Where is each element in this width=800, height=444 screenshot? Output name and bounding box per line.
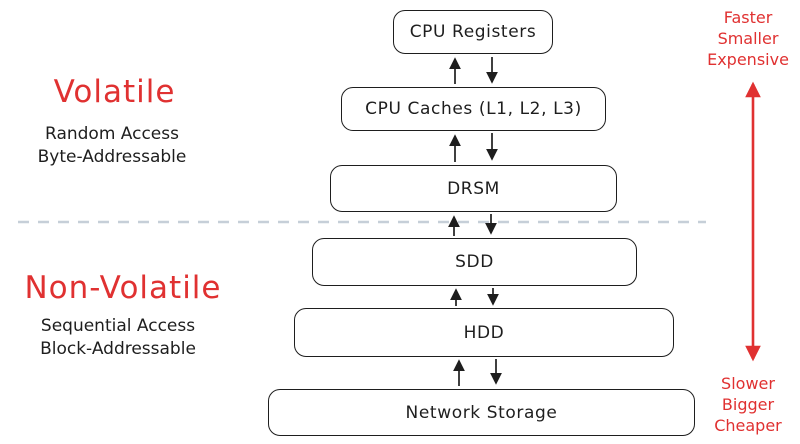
stack-box-sdd: SDD	[312, 238, 637, 286]
stack-box-cpu-caches: CPU Caches (L1, L2, L3)	[341, 87, 606, 131]
smaller-label: Smaller	[717, 29, 779, 48]
volatile-title: Volatile	[53, 74, 176, 110]
stack-box-drsm: DRSM	[330, 165, 617, 212]
volatile-line-2: Byte-Addressable	[37, 147, 187, 167]
stack-box-label: CPU Caches (L1, L2, L3)	[365, 99, 582, 119]
volatile-line-1: Random Access	[45, 124, 179, 144]
arrow-pair-registers-caches	[449, 57, 498, 84]
bigger-label: Bigger	[721, 395, 775, 414]
stack-box-network-storage: Network Storage	[268, 389, 695, 436]
arrow-pair-hdd-network	[453, 359, 502, 386]
non-volatile-line-2: Block-Addressable	[40, 339, 196, 359]
stack-box-label: HDD	[463, 322, 505, 343]
non-volatile-title: Non-Volatile	[24, 270, 222, 306]
faster-label: Faster	[723, 8, 773, 27]
stack-box-hdd: HDD	[294, 308, 674, 357]
stack-box-label: SDD	[455, 252, 494, 272]
tradeoff-bottom-labels: Slower Bigger Cheaper	[698, 373, 798, 436]
stack-box-cpu-registers: CPU Registers	[393, 10, 553, 54]
tradeoff-top-labels: Faster Smaller Expensive	[698, 7, 798, 70]
arrow-pair-sdd-hdd	[450, 288, 499, 306]
slower-label: Slower	[721, 374, 775, 393]
arrow-pair-caches-drsm	[449, 133, 498, 162]
stack-box-label: CPU Registers	[409, 22, 537, 42]
non-volatile-line-1: Sequential Access	[40, 316, 196, 336]
expensive-label: Expensive	[707, 50, 789, 69]
volatile-subtext: Random Access Byte-Addressable	[12, 123, 212, 169]
arrow-pair-drsm-sdd	[448, 214, 497, 236]
stack-box-label: DRSM	[447, 178, 500, 199]
cheaper-label: Cheaper	[714, 416, 782, 435]
non-volatile-subtext: Sequential Access Block-Addressable	[18, 315, 218, 361]
stack-box-label: Network Storage	[405, 402, 558, 423]
